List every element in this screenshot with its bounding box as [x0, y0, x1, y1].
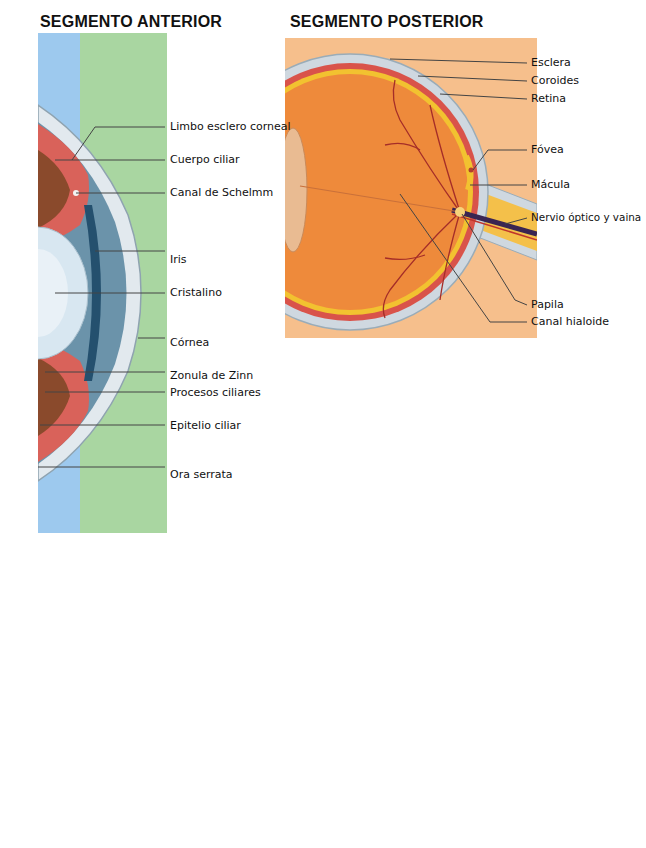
anterior-segment [38, 33, 167, 533]
vessel [393, 80, 460, 212]
part-label: Epitelio ciliar [170, 420, 241, 432]
leader-line [55, 293, 165, 294]
leader-line [45, 392, 165, 393]
posterior-segment [285, 38, 537, 338]
section-title: SEGMENTO POSTERIOR [290, 13, 484, 31]
part-label: Canal de Schelmm [170, 187, 273, 199]
ciliary-body [38, 341, 89, 462]
vessel [385, 143, 420, 150]
part-label: Papila [531, 299, 564, 311]
leader-line [95, 251, 165, 252]
nerve-core [452, 210, 537, 234]
part-label: Córnea [170, 337, 209, 349]
ciliary-muscle [38, 150, 70, 228]
vessel [430, 105, 460, 212]
leader-line [40, 425, 165, 426]
part-label: Limbo esclero corneal [170, 121, 291, 133]
leader-line [400, 194, 527, 322]
part-label: Cuerpo ciliar [170, 154, 240, 166]
leader-line [38, 467, 165, 468]
part-label: Nervio óptico y vaina [531, 212, 641, 223]
part-label: Procesos ciliares [170, 387, 261, 399]
leader-line [470, 185, 527, 186]
ciliary-body [38, 124, 89, 245]
leader-line [138, 338, 165, 339]
leader-line [418, 76, 527, 81]
part-label: Canal hialoide [531, 316, 609, 328]
part-label: Iris [170, 254, 187, 266]
part-label: Zonula de Zinn [170, 370, 253, 382]
retina [285, 69, 473, 315]
fovea [469, 168, 474, 173]
vessel [385, 255, 425, 259]
vessel [383, 212, 460, 318]
leader-line [45, 372, 165, 373]
ciliary-muscle [38, 358, 70, 436]
leader-line [440, 94, 527, 99]
retinal-vessels [383, 80, 460, 318]
part-label: Fóvea [531, 144, 564, 156]
leader-line [76, 193, 165, 194]
choroid [285, 63, 479, 321]
part-label: Ora serrata [170, 469, 233, 481]
leader-line [473, 150, 527, 170]
leader-line [390, 59, 527, 63]
macula [466, 156, 471, 190]
section-title: SEGMENTO ANTERIOR [40, 13, 222, 31]
leader-line [505, 218, 527, 224]
lens [285, 128, 307, 252]
part-label: Cristalino [170, 287, 222, 299]
vitreous [285, 74, 468, 310]
leader-line [55, 160, 165, 161]
leader-line [72, 127, 165, 160]
part-label: Coroides [531, 75, 579, 87]
part-label: Retina [531, 93, 566, 105]
part-label: Esclera [531, 57, 571, 69]
hyaloid-canal [300, 186, 460, 212]
leader-lines [390, 59, 527, 322]
part-label: Mácula [531, 179, 570, 191]
leader-lines [38, 127, 165, 467]
leader-line [462, 214, 527, 305]
